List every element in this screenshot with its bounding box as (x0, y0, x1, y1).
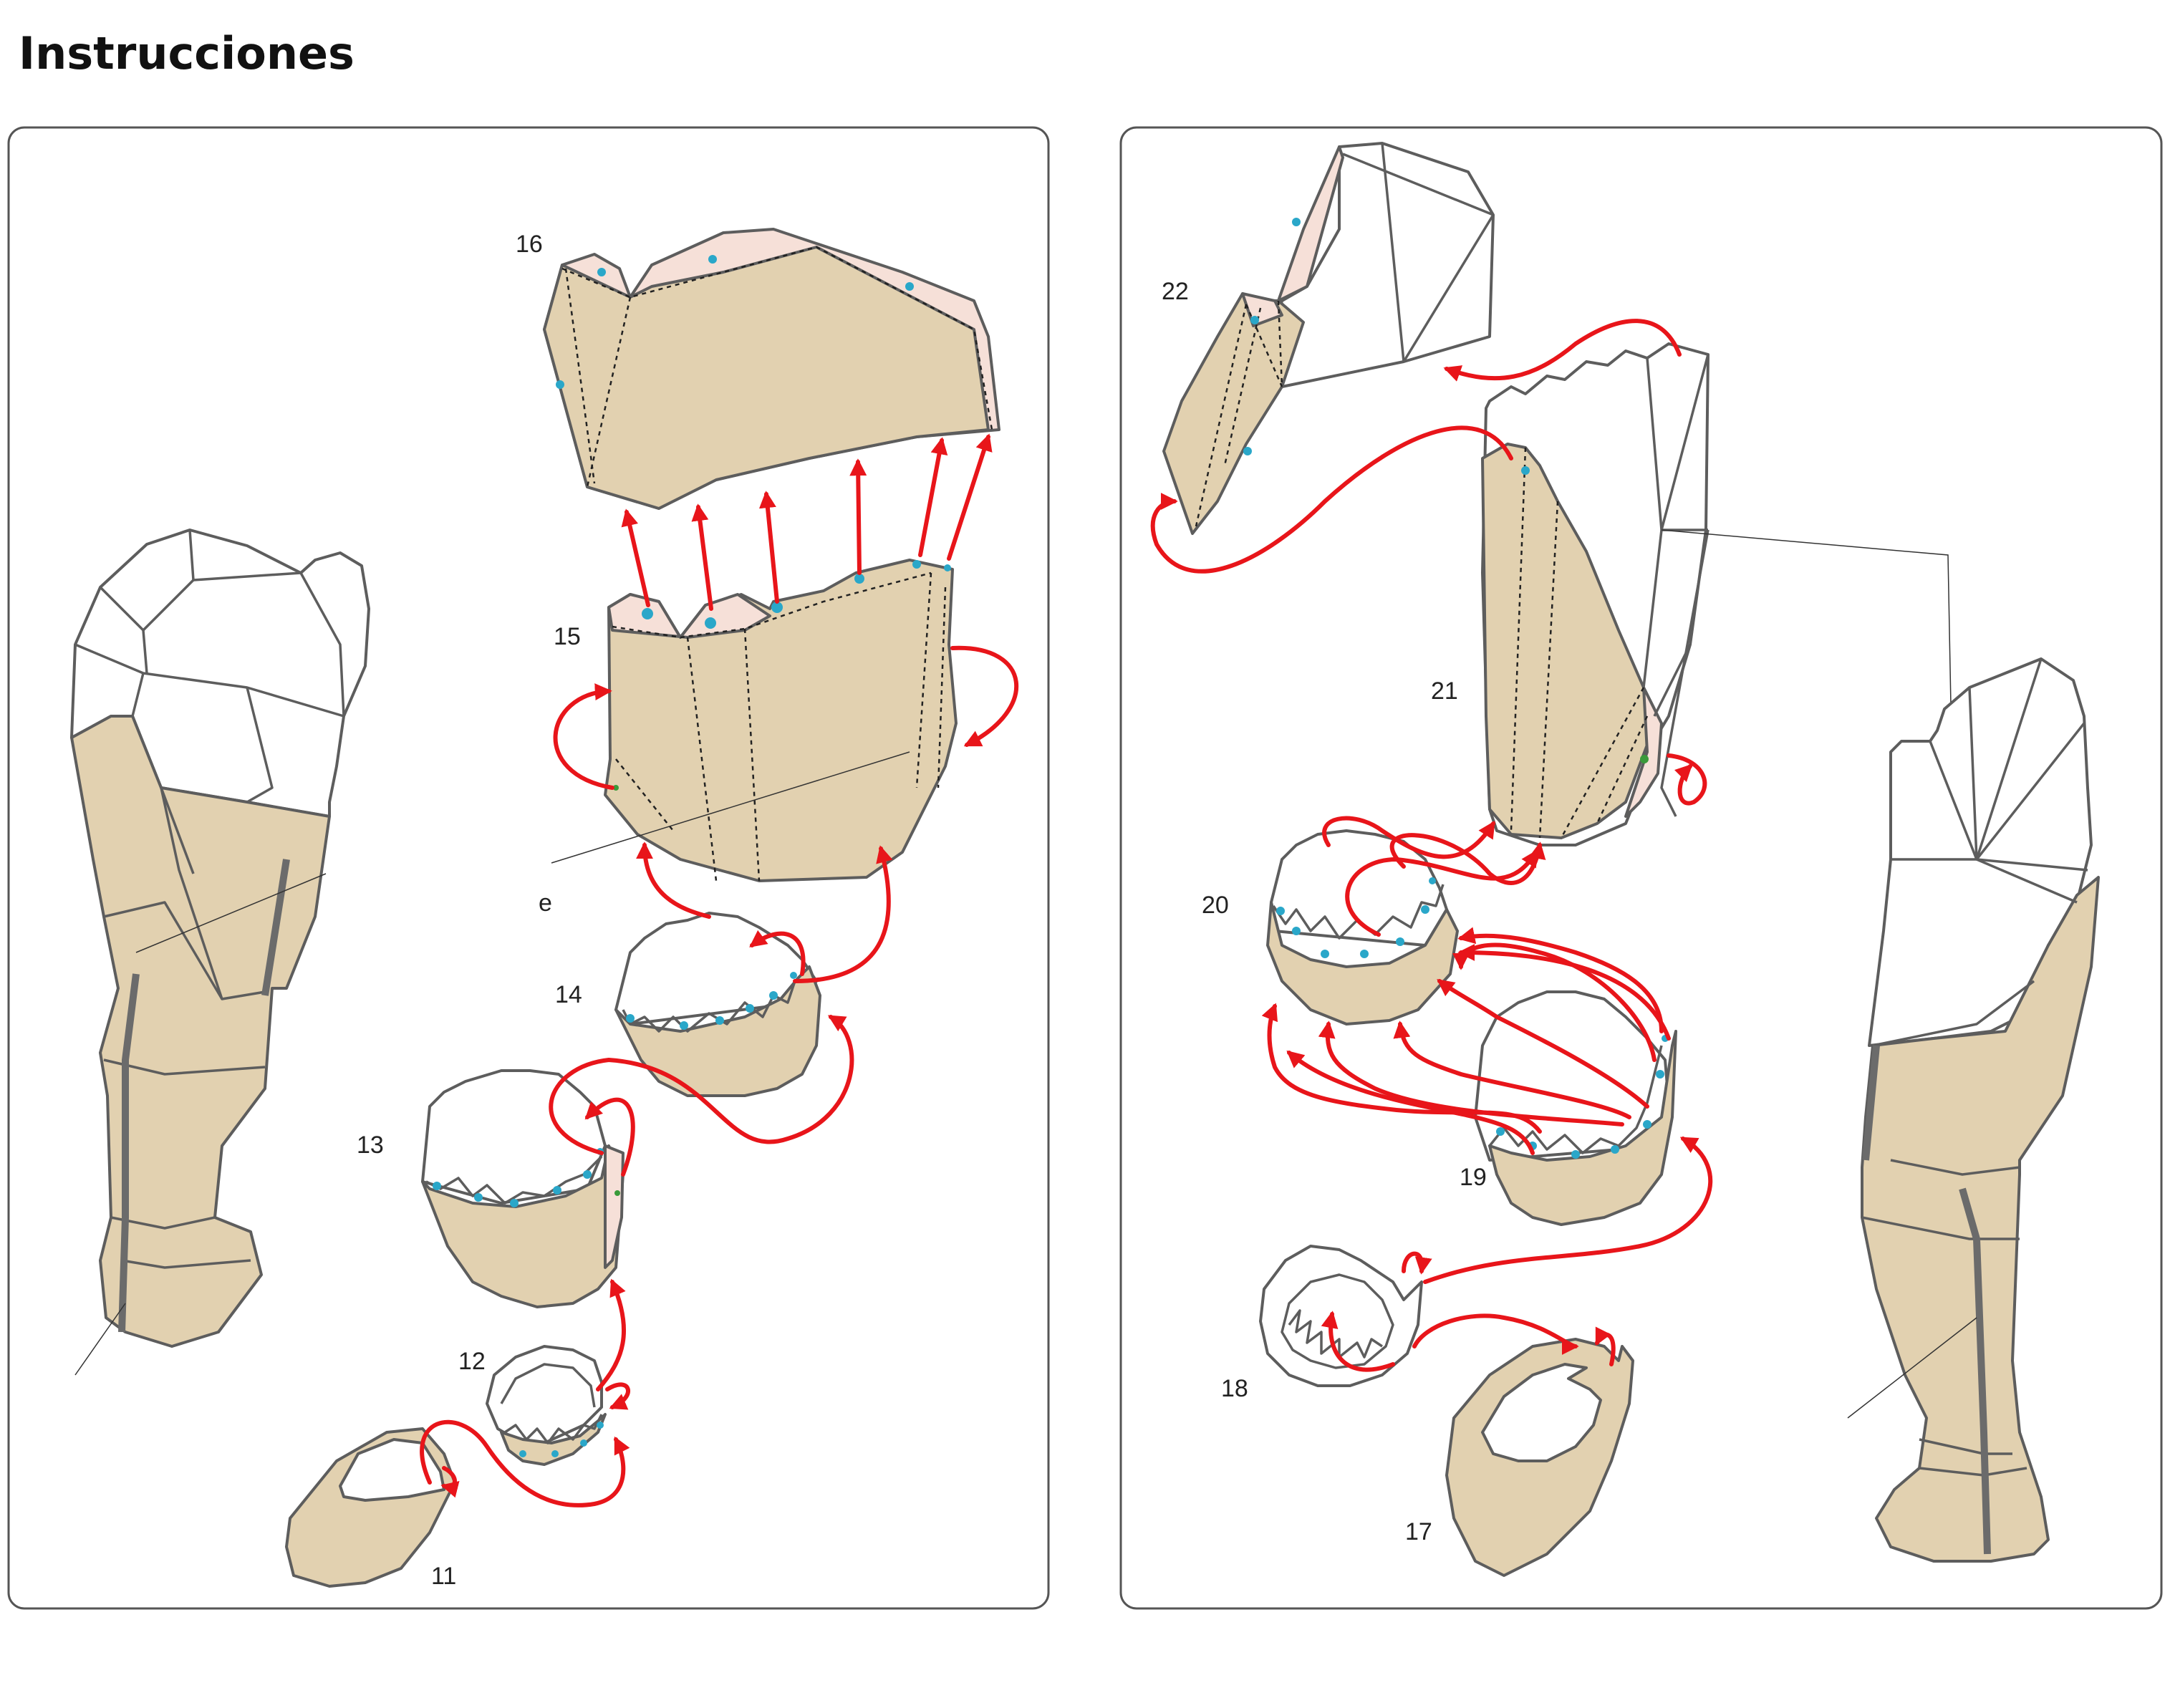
step-label-16: 16 (516, 231, 543, 258)
piece-15: 15 e (539, 559, 958, 917)
right-arrows (1150, 319, 1713, 1372)
piece-13: 13 (357, 1069, 625, 1308)
step-label-21: 21 (1431, 677, 1458, 705)
step-label-15: 15 (554, 623, 581, 650)
step-label-22: 22 (1162, 278, 1189, 305)
step-label-19: 19 (1460, 1164, 1487, 1191)
step-label-13: 13 (357, 1132, 384, 1159)
page-title: Instrucciones (19, 27, 355, 79)
left-panel (7, 126, 1050, 1610)
assembled-leg-left (70, 529, 370, 1376)
piece-16: 16 (516, 228, 1000, 510)
piece-11: 11 (285, 1427, 456, 1590)
step-label-14: 14 (555, 981, 582, 1008)
step-label-11: 11 (431, 1563, 456, 1590)
stray-mark: e (539, 889, 552, 917)
piece-12: 12 (458, 1345, 607, 1466)
piece-18: 18 (1221, 1245, 1423, 1402)
assembled-leg-right (1847, 657, 2100, 1563)
piece-21: 21 (1431, 342, 1956, 932)
step-label-12: 12 (458, 1348, 486, 1375)
step-label-17: 17 (1405, 1518, 1432, 1545)
step-label-18: 18 (1221, 1375, 1248, 1402)
piece-17: 17 (1405, 1338, 1634, 1577)
step-label-20: 20 (1202, 892, 1229, 919)
left-arrows (420, 433, 1019, 1507)
piece-22: 22 (1162, 142, 1495, 535)
